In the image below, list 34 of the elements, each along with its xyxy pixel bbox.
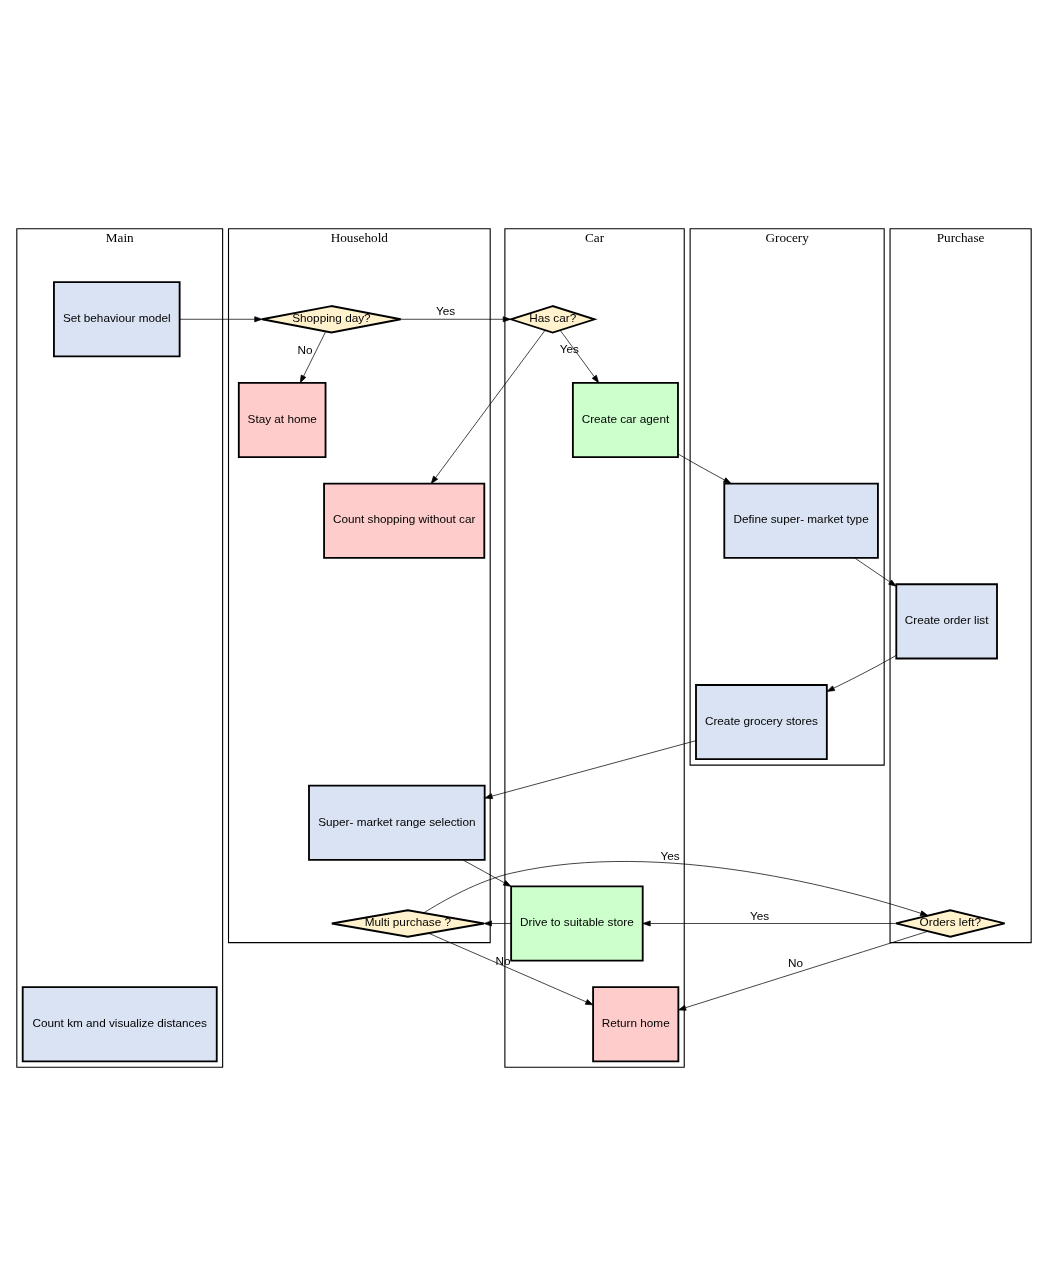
arrow — [428, 932, 594, 1005]
arrow — [642, 920, 897, 926]
edge-label: No — [787, 955, 804, 969]
edge-label: Yes — [660, 848, 680, 862]
node-box: Set behaviour model — [53, 280, 181, 357]
node-box: Return home — [592, 985, 680, 1062]
arrow — [559, 329, 599, 383]
edge-label: No — [297, 342, 313, 356]
node-box: Define super- market type — [723, 482, 879, 559]
node-box: Stay at home — [237, 381, 327, 458]
node-box: Create grocery stores — [695, 683, 828, 760]
node-diamond: Has car? — [507, 304, 598, 333]
node-diamond: Multi purchase ? — [330, 908, 485, 938]
arrow — [678, 930, 929, 1011]
edge-label: Yes — [559, 341, 580, 355]
arrow — [462, 859, 512, 887]
node-box: Create car agent — [571, 381, 679, 458]
arrow — [423, 860, 929, 916]
arrow — [854, 556, 897, 587]
arrow — [179, 315, 263, 322]
node-box: Drive to suitable store — [510, 884, 644, 961]
edge-label: Yes — [749, 908, 770, 922]
arrow — [677, 453, 732, 484]
node-box: Count km and visualize distances — [21, 985, 218, 1062]
arrow — [299, 330, 327, 383]
node-box: Create order list — [895, 582, 998, 659]
arrow — [400, 315, 511, 322]
node-diamond: Shopping day? — [261, 304, 402, 333]
arrow — [430, 329, 546, 484]
node-box: Super- market range selection — [308, 784, 486, 861]
arrow — [483, 920, 512, 926]
edge-label: Yes — [435, 303, 456, 317]
node-box: Count shopping without car — [323, 482, 486, 559]
arrow — [826, 654, 897, 692]
